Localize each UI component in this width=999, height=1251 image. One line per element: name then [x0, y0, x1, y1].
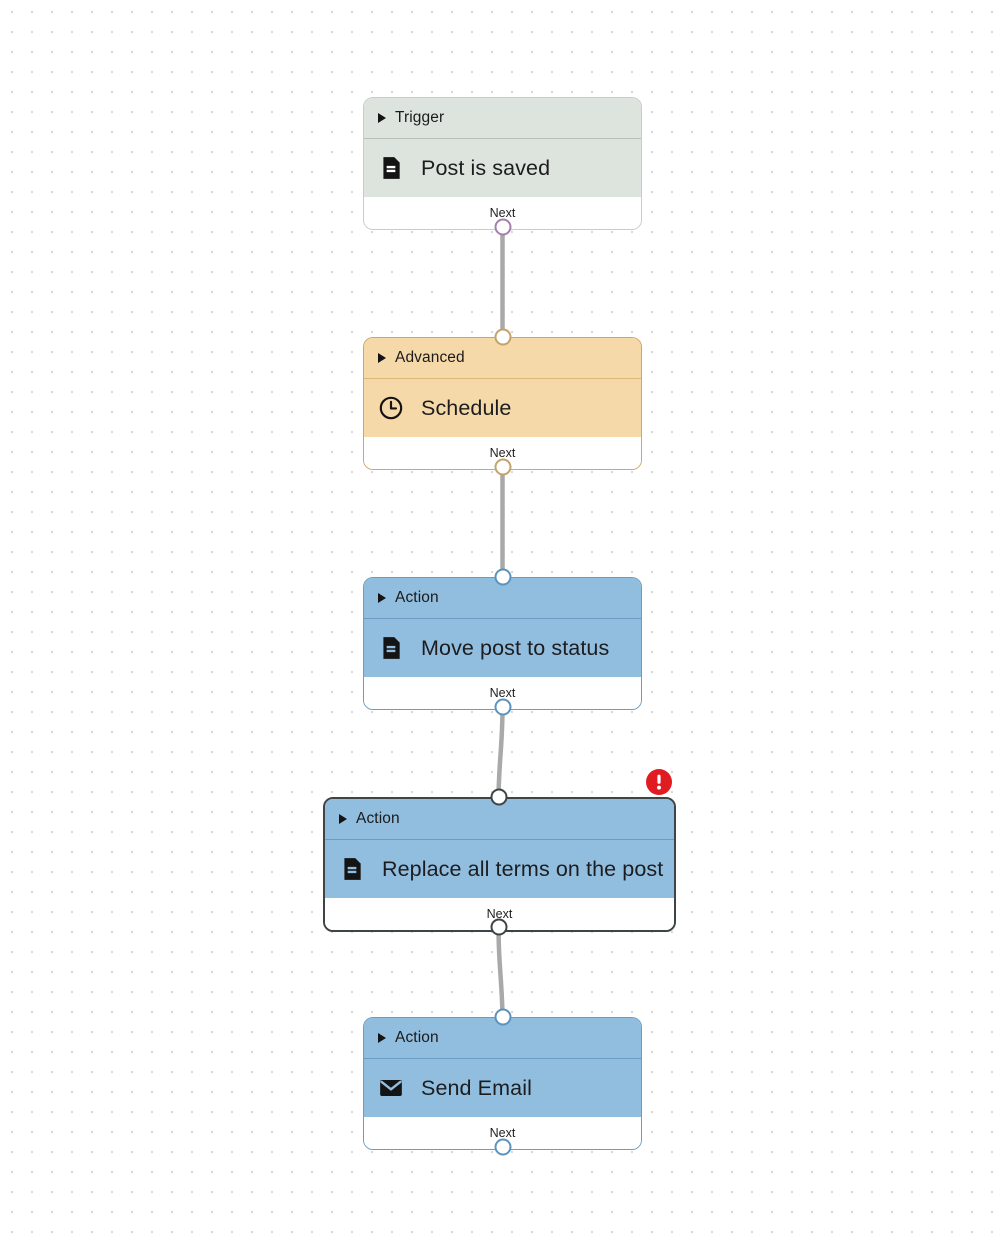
node-title: Schedule	[421, 395, 512, 420]
node-category-label: Action	[395, 589, 439, 606]
document-icon	[344, 858, 361, 880]
chevron-right-icon[interactable]	[378, 1033, 386, 1043]
workflow-node-action-send-email[interactable]: Action Send Email Next	[363, 1008, 642, 1156]
node-category-label: Action	[356, 810, 400, 827]
node-output-port[interactable]	[490, 918, 507, 936]
node-output-port[interactable]	[494, 698, 511, 716]
node-divider	[364, 618, 641, 619]
node-divider	[364, 1058, 641, 1059]
node-next-label: Next	[489, 1126, 516, 1140]
envelope-icon	[380, 1079, 402, 1097]
edge-move-post-to-replace-terms	[496, 704, 505, 800]
node-next-label: Next	[489, 686, 516, 700]
node-body[interactable]: Send Email	[364, 1059, 641, 1117]
node-title: Replace all terms on the post	[382, 856, 664, 881]
node-next-label: Next	[489, 206, 516, 220]
chevron-right-icon[interactable]	[378, 593, 386, 603]
node-input-port[interactable]	[494, 1008, 511, 1026]
node-input-port[interactable]	[490, 788, 507, 806]
node-divider	[364, 138, 641, 139]
node-body[interactable]: Post is saved	[364, 139, 641, 197]
node-header[interactable]: Action	[325, 799, 674, 839]
workflow-node-advanced-schedule[interactable]: Advanced Schedule Next	[363, 328, 642, 476]
node-title: Send Email	[421, 1075, 532, 1100]
edge-replace-terms-to-send-email	[496, 924, 505, 1020]
node-body[interactable]: Schedule	[364, 379, 641, 437]
clock-icon	[379, 396, 403, 420]
node-error-badge[interactable]	[646, 769, 672, 795]
node-category-label: Action	[395, 1029, 439, 1046]
chevron-right-icon[interactable]	[378, 113, 386, 123]
node-category-label: Advanced	[395, 349, 465, 366]
node-title: Move post to status	[421, 635, 610, 660]
document-icon	[383, 157, 400, 179]
node-category-label: Trigger	[395, 109, 445, 126]
exclamation-icon	[657, 774, 661, 790]
node-output-port[interactable]	[494, 458, 511, 476]
node-divider	[325, 839, 674, 840]
node-header[interactable]: Trigger	[364, 98, 641, 138]
node-body[interactable]: Move post to status	[364, 619, 641, 677]
workflow-node-trigger-post-is-saved[interactable]: Trigger Post is saved Next	[363, 97, 642, 236]
node-divider	[364, 378, 641, 379]
node-next-label: Next	[486, 907, 513, 921]
node-body[interactable]: Replace all terms on the post	[325, 840, 674, 898]
chevron-right-icon[interactable]	[378, 353, 386, 363]
node-input-port[interactable]	[494, 328, 511, 346]
workflow-node-action-replace-all-terms-on-the-post[interactable]: Action Replace all terms on the post Nex…	[323, 788, 676, 936]
node-header[interactable]: Action	[364, 1018, 641, 1058]
workflow-node-action-move-post-to-status[interactable]: Action Move post to status Next	[363, 568, 642, 716]
node-next-label: Next	[489, 446, 516, 460]
node-output-port[interactable]	[494, 1138, 511, 1156]
node-output-port[interactable]	[494, 218, 511, 236]
node-input-port[interactable]	[494, 568, 511, 586]
chevron-right-icon[interactable]	[339, 814, 347, 824]
document-icon	[383, 637, 400, 659]
node-title: Post is saved	[421, 155, 551, 180]
